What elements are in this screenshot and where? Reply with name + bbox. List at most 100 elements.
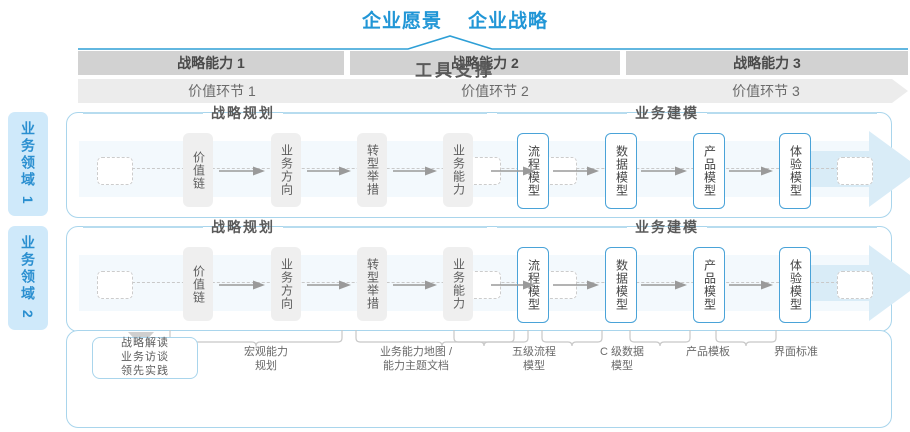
domain-row-1-node-value-chain-label: 价值链 [191,150,206,190]
value-bar-3-shape [624,79,908,103]
domain-row-1-group-1-name: 战略规划 [211,105,275,121]
sidebar-item-domain-2-label: 业务领域 2 [20,235,37,321]
tool-label-product-template: 产品模板 [658,345,758,359]
domain-row-1-node-business-capability-label: 业务能力 [451,144,466,196]
vision-title-row: 企业愿景 企业战略 [0,5,910,33]
domain-row-1-group-1-header: 战略规划 [83,104,487,122]
domain-row-1-placeholder-right [837,157,873,185]
domain-row-2-placeholder-left [97,271,133,299]
value-bar-3-label: 价值环节 3 [732,83,800,99]
capability-bar-1-label: 战略能力 1 [177,55,245,71]
domain-row-1-arrow-7 [729,166,773,176]
domain-row-2-group-2-name: 业务建模 [635,219,699,235]
domain-row-2-arrow-2 [307,280,351,290]
domain-row-2-arrow-6 [641,280,687,290]
domain-row-1-node-value-chain[interactable]: 价值链 [183,133,213,207]
value-bar-2-label: 价值环节 2 [461,83,529,99]
peak-connector-line [78,35,908,50]
enterprise-strategy-title: 企业战略 [468,10,549,32]
domain-row-1-group-2-header: 业务建模 [497,104,877,122]
tool-label-product-template-line-1: 产品模板 [686,346,730,358]
domain-row-2-arrow-7 [729,280,773,290]
tool-label-c-level-data: C 级数据 模型 [572,345,672,374]
domain-row-1-arrow-2 [307,166,351,176]
value-bar-2-shape [350,79,640,103]
value-bar-2[interactable]: 价值环节 2 [350,79,640,103]
domain-row-1-arrow-6 [641,166,687,176]
capability-bar-3-label: 战略能力 3 [733,55,801,71]
capability-bar-2-label: 战略能力 2 [451,55,519,71]
tool-label-c-level-data-line-1: C 级数据 [600,346,644,358]
value-bar-1[interactable]: 价值环节 1 [78,79,366,103]
domain-row-1-node-experience-model[interactable]: 体验模型 [779,133,811,209]
domain-row-2-arrow-1 [219,280,265,290]
domain-row-2-placeholder-right [837,271,873,299]
domain-row-2-arrow-4 [491,280,535,290]
strategy-line-1: 战略解读 [121,337,169,350]
sidebar-item-domain-1-label: 业务领域 1 [20,121,37,207]
tool-label-macro-capability-line-1: 宏观能力 [244,346,288,358]
tool-label-capability-map-line-2: 能力主题文档 [383,360,449,373]
domain-row-1-arrow-3 [393,166,437,176]
sidebar-item-domain-1[interactable]: 业务领域 1 [8,112,48,216]
strategy-line-3: 领先实践 [121,364,169,377]
sidebar-item-domain-2[interactable]: 业务领域 2 [8,226,48,330]
domain-row-1-placeholder-left [97,157,133,185]
domain-row-2-group-1-header: 战略规划 [83,218,487,236]
domain-row-1-node-data-model[interactable]: 数据模型 [605,133,637,209]
domain-row-2-node-value-chain-label: 价值链 [191,264,206,304]
domain-row-1-node-transformation-label: 转型举措 [365,144,380,196]
domain-row-2-arrow-5 [553,280,599,290]
domain-row-1-group-2-name: 业务建模 [635,105,699,121]
capability-bar-row: 战略能力 1 战略能力 2 战略能力 3 [78,51,908,75]
domain-row-2-node-transformation[interactable]: 转型举措 [357,247,387,321]
tool-label-capability-map: 业务能力地图 / 能力主题文档 [344,345,488,374]
tool-support-title: 工具支撑 [415,61,495,80]
value-bar-3[interactable]: 价值环节 3 [624,79,908,103]
domain-row-1-node-experience-model-label: 体验模型 [788,145,803,197]
domain-row-2-node-data-model[interactable]: 数据模型 [605,247,637,323]
domain-row-2-node-business-direction[interactable]: 业务方向 [271,247,301,321]
tool-label-five-level-process: 五级流程 模型 [484,345,584,374]
domain-row-2-arrow-3 [393,280,437,290]
domain-row-1-node-business-direction-label: 业务方向 [279,144,294,196]
domain-row-1-node-product-model-label: 产品模型 [702,145,717,197]
domain-row-1-node-product-model[interactable]: 产品模型 [693,133,725,209]
capability-bar-2[interactable]: 战略能力 2 [350,51,620,75]
tool-label-ui-standard-line-1: 界面标准 [774,346,818,358]
domain-row-1-node-transformation[interactable]: 转型举措 [357,133,387,207]
domain-row-2-node-transformation-label: 转型举措 [365,258,380,310]
domain-row-2-node-data-model-label: 数据模型 [614,259,629,311]
domain-row-2-node-value-chain[interactable]: 价值链 [183,247,213,321]
tool-label-capability-map-line-1: 业务能力地图 / [379,346,453,358]
domain-row-2-node-business-capability-label: 业务能力 [451,258,466,310]
value-bar-1-label: 价值环节 1 [188,83,256,99]
tool-label-five-level-process-line-1: 五级流程 [512,346,556,358]
domain-row-2-node-product-model-label: 产品模型 [702,259,717,311]
enterprise-vision-title: 企业愿景 [361,10,442,32]
tool-label-c-level-data-line-2: 模型 [611,360,633,373]
tool-label-ui-standard: 界面标准 [746,345,846,359]
domain-row-2-group-1-name: 战略规划 [211,219,275,235]
value-bar-row: 价值环节 1 价值环节 2 价值环节 3 [78,79,908,103]
domain-row-2-node-business-capability[interactable]: 业务能力 [443,247,473,321]
tool-support-container [66,330,892,428]
domain-row-2-node-product-model[interactable]: 产品模型 [693,247,725,323]
domain-row-1-arrow-1 [219,166,265,176]
domain-row-2-group-2-header: 业务建模 [497,218,877,236]
strategy-interpretation-box[interactable]: 战略解读 业务访谈 领先实践 [92,337,198,379]
tool-label-macro-capability: 宏观能力 规划 [206,345,326,374]
domain-row-1-node-business-capability[interactable]: 业务能力 [443,133,473,207]
domain-row-1-node-business-direction[interactable]: 业务方向 [271,133,301,207]
domain-row-2-node-experience-model[interactable]: 体验模型 [779,247,811,323]
tool-label-five-level-process-line-2: 模型 [523,360,545,373]
domain-row-2-node-experience-model-label: 体验模型 [788,259,803,311]
domain-row-2-node-business-direction-label: 业务方向 [279,258,294,310]
domain-row-1-arrow-4 [491,166,535,176]
tool-label-macro-capability-line-2: 规划 [255,360,277,373]
domain-row-1-node-data-model-label: 数据模型 [614,145,629,197]
strategy-line-2: 业务访谈 [121,351,169,364]
capability-bar-1[interactable]: 战略能力 1 [78,51,344,75]
capability-bar-3[interactable]: 战略能力 3 [626,51,908,75]
